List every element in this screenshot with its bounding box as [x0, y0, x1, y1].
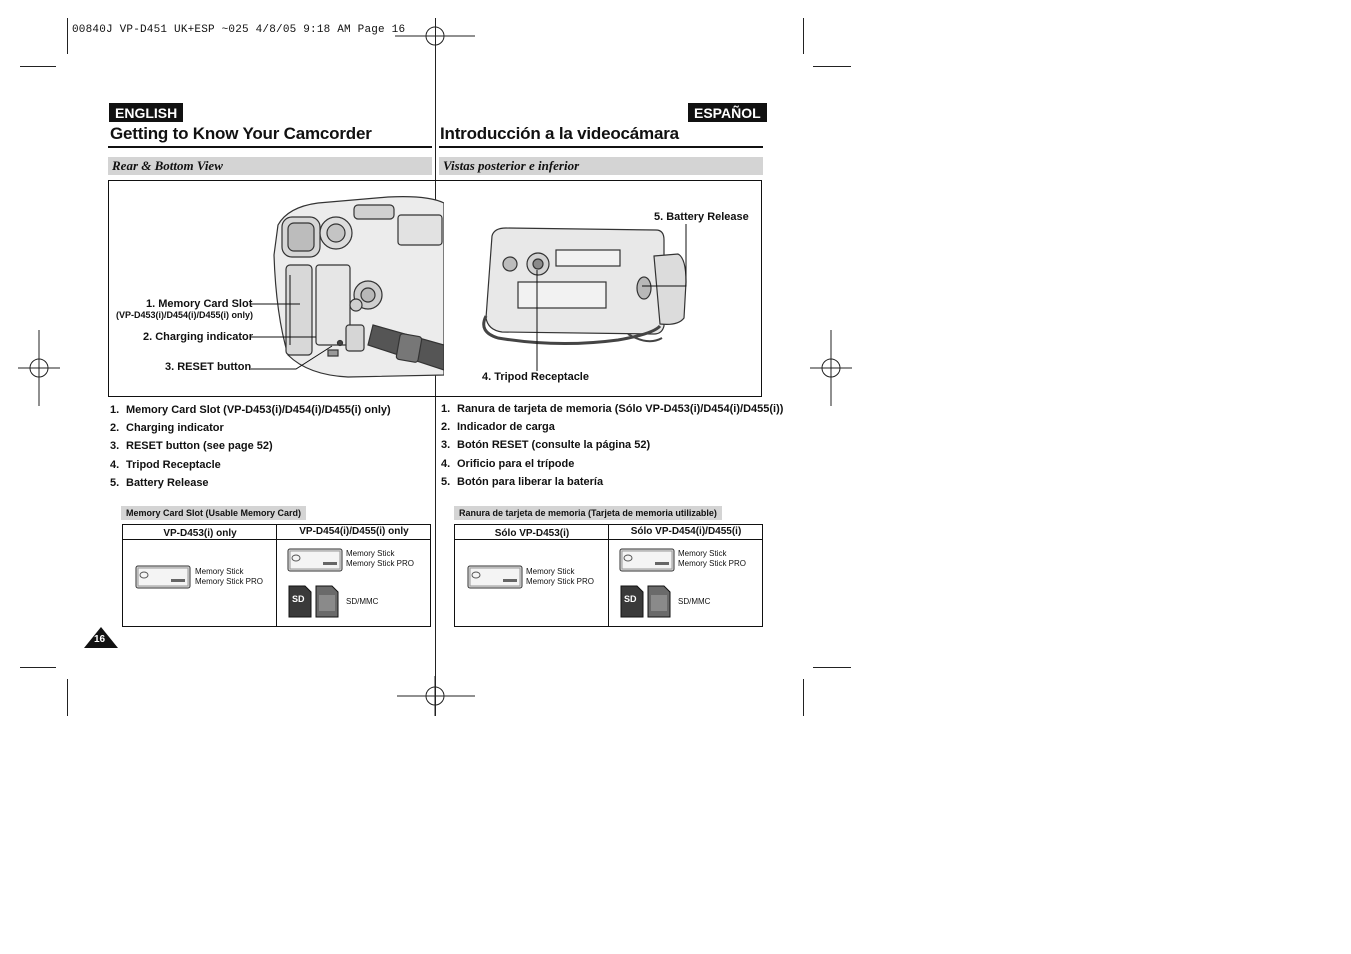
list-item: 5.Battery Release — [110, 476, 209, 489]
mmc-card-icon — [315, 585, 339, 618]
registration-mark-icon — [18, 330, 60, 406]
list-item: 3.RESET button (see page 52) — [110, 440, 273, 453]
crop-mark — [813, 66, 851, 67]
crop-mark — [813, 667, 851, 668]
sd-card-icon: SD — [620, 585, 644, 618]
registration-mark-icon — [397, 676, 475, 716]
memory-card-table-english: VP-D453(i) only VP-D454(i)/D455(i) only … — [122, 524, 431, 627]
print-header: 00840J VP-D451 UK+ESP ~025 4/8/05 9:18 A… — [72, 24, 406, 36]
callout-tripod-receptacle: 4. Tripod Receptacle — [482, 371, 589, 383]
page-title-english: Getting to Know Your Camcorder — [110, 124, 372, 143]
parts-list-spanish: 1.Ranura de tarjeta de memoria (Sólo VP-… — [441, 403, 783, 494]
table-divider — [276, 525, 277, 626]
crop-mark — [803, 679, 804, 716]
list-item: 3.Botón RESET (consulte la página 52) — [441, 439, 651, 452]
table-caption-english: Memory Card Slot (Usable Memory Card) — [121, 506, 307, 520]
table-header: Sólo VP-D454(i)/D455(i) — [630, 526, 742, 537]
memory-stick-icon — [287, 548, 343, 572]
memory-stick-icon — [135, 565, 191, 589]
memory-stick-icon — [619, 548, 675, 572]
callout-battery-release: 5. Battery Release — [654, 211, 749, 223]
list-item: 1.Memory Card Slot (VP-D453(i)/D454(i)/D… — [110, 404, 391, 416]
section-subtitle-english: Rear & Bottom View — [108, 157, 432, 175]
registration-mark-icon — [810, 330, 852, 406]
memory-card-table-spanish: Sólo VP-D453(i) Sólo VP-D454(i)/D455(i) … — [454, 524, 763, 627]
table-divider — [608, 525, 609, 626]
language-badge-english: ENGLISH — [109, 103, 184, 122]
camcorder-rear-view-illustration — [273, 196, 444, 378]
page-title-spanish: Introducción a la videocámara — [440, 124, 679, 143]
crop-mark — [803, 18, 804, 54]
crop-mark — [67, 18, 68, 54]
list-item: 4.Tripod Receptacle — [110, 458, 221, 471]
list-item: 2.Indicador de carga — [441, 421, 555, 434]
crop-mark — [20, 66, 56, 67]
table-header: VP-D453(i) only — [163, 528, 237, 539]
table-caption-spanish: Ranura de tarjeta de memoria (Tarjeta de… — [454, 506, 722, 520]
crop-mark — [67, 679, 68, 716]
list-item: 2.Charging indicator — [110, 422, 224, 435]
callout-memory-card-slot-models: (VP-D453(i)/D454(i)/D455(i) only) — [116, 310, 254, 320]
title-rule — [108, 146, 432, 148]
table-header: Sólo VP-D453(i) — [494, 528, 570, 539]
section-subtitle-spanish: Vistas posterior e inferior — [439, 157, 763, 175]
sd-card-icon: SD — [288, 585, 312, 618]
callout-leaders — [250, 224, 687, 371]
page-number-triangle-icon — [84, 627, 118, 648]
svg-text:SD: SD — [292, 594, 305, 604]
camcorder-figure — [108, 180, 762, 397]
table-header: VP-D454(i)/D455(i) only — [299, 526, 409, 537]
list-item: 5.Botón para liberar la batería — [441, 475, 604, 488]
list-item: 1.Ranura de tarjeta de memoria (Sólo VP-… — [441, 403, 784, 415]
page-number: 16 — [94, 634, 106, 645]
crop-mark — [20, 667, 56, 668]
memory-stick-icon — [467, 565, 523, 589]
sd-mmc-label: SD/MMC — [346, 597, 379, 606]
parts-list-english: 1.Memory Card Slot (VP-D453(i)/D454(i)/D… — [110, 404, 391, 495]
callout-memory-card-slot: 1. Memory Card Slot — [146, 298, 253, 310]
language-badge-spanish: ESPAÑOL — [688, 103, 767, 122]
callout-reset-button: 3. RESET button — [165, 361, 252, 373]
title-rule — [439, 146, 763, 148]
svg-text:SD: SD — [624, 594, 637, 604]
registration-mark-icon — [395, 26, 475, 46]
callout-charging-indicator: 2. Charging indicator — [143, 331, 254, 343]
list-item: 4.Orificio para el trípode — [441, 457, 575, 470]
mmc-card-icon — [647, 585, 671, 618]
sd-mmc-label: SD/MMC — [678, 597, 711, 606]
camcorder-bottom-view-illustration — [482, 227, 687, 346]
